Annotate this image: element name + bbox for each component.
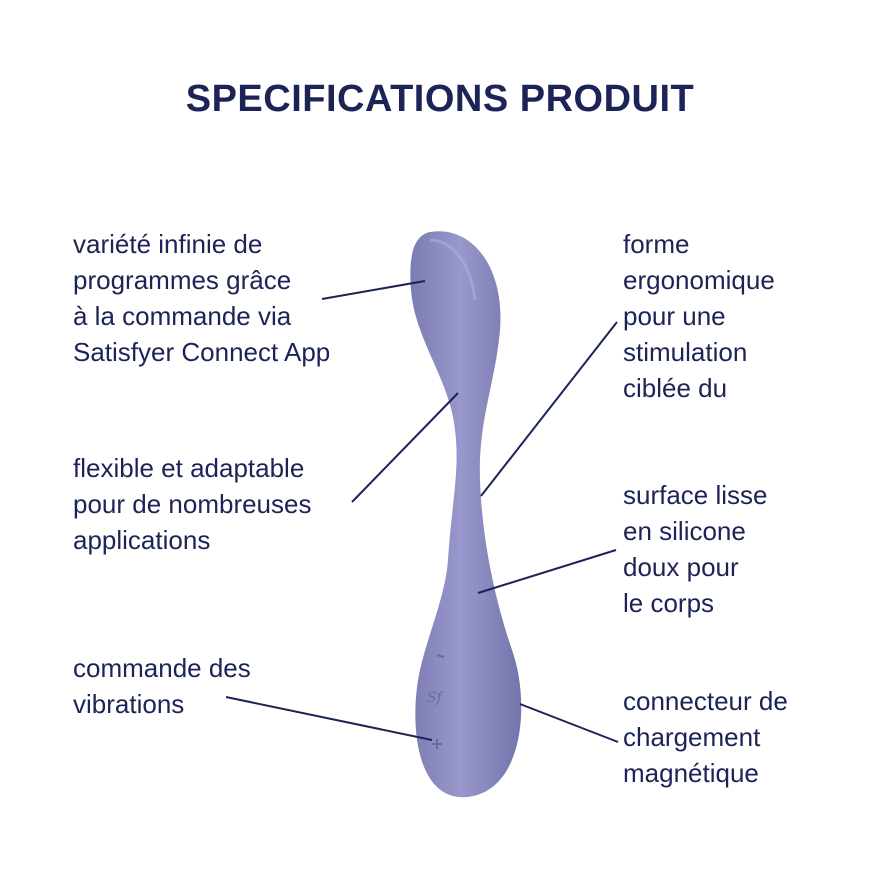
feature-programs-line: Satisfyer Connect App [73,337,331,367]
callout-surface [477,549,617,594]
callout-ergonomic [480,321,618,497]
feature-surface-line: en silicone [623,516,746,546]
feature-ergonomic-line: forme [623,229,690,259]
feature-vibration-line: commande des [73,653,251,683]
feature-flexible: flexible et adaptable pour de nombreuses… [73,450,311,558]
feature-surface-line: doux pour [623,552,739,582]
feature-surface-line: le corps [623,588,715,618]
feature-vibration-line: vibrations [73,689,185,719]
page-title: SPECIFICATIONS PRODUIT [185,78,695,120]
feature-connector-line: connecteur de [623,686,788,716]
feature-ergonomic-line: ciblée du [623,373,728,403]
feature-connector-line: magnétique [623,758,759,788]
feature-programs-line: programmes grâce [73,265,292,295]
feature-connector: connecteur de chargement magnétique [623,683,788,791]
callout-lines [225,280,619,743]
feature-ergonomic-line: stimulation [623,337,748,367]
feature-flexible-line: applications [73,525,211,555]
callout-vibration [225,696,433,741]
callout-flexible [351,392,459,503]
feature-programs-line: variété infinie de [73,229,263,259]
feature-flexible-line: flexible et adaptable [73,453,305,483]
minus-button-icon [436,654,445,658]
feature-surface-line: surface lisse [623,480,768,510]
plus-button-icon [432,739,442,749]
feature-surface: surface lisse en silicone doux pour le c… [623,477,768,621]
feature-connector-line: chargement [623,722,761,752]
feature-ergonomic-line: pour une [623,301,726,331]
feature-programs-line: à la commande via [73,301,292,331]
feature-programs: variété infinie de programmes grâce à la… [73,226,330,370]
feature-ergonomic-line: ergonomique [623,265,775,295]
callout-programs [321,280,426,300]
product-body [410,231,522,798]
feature-flexible-line: pour de nombreuses [73,489,312,519]
feature-vibration: commande des vibrations [73,650,251,722]
feature-ergonomic: forme ergonomique pour une stimulation c… [623,226,775,406]
callout-connector [519,703,619,743]
satisfyer-logo-icon: Sf [427,690,445,706]
